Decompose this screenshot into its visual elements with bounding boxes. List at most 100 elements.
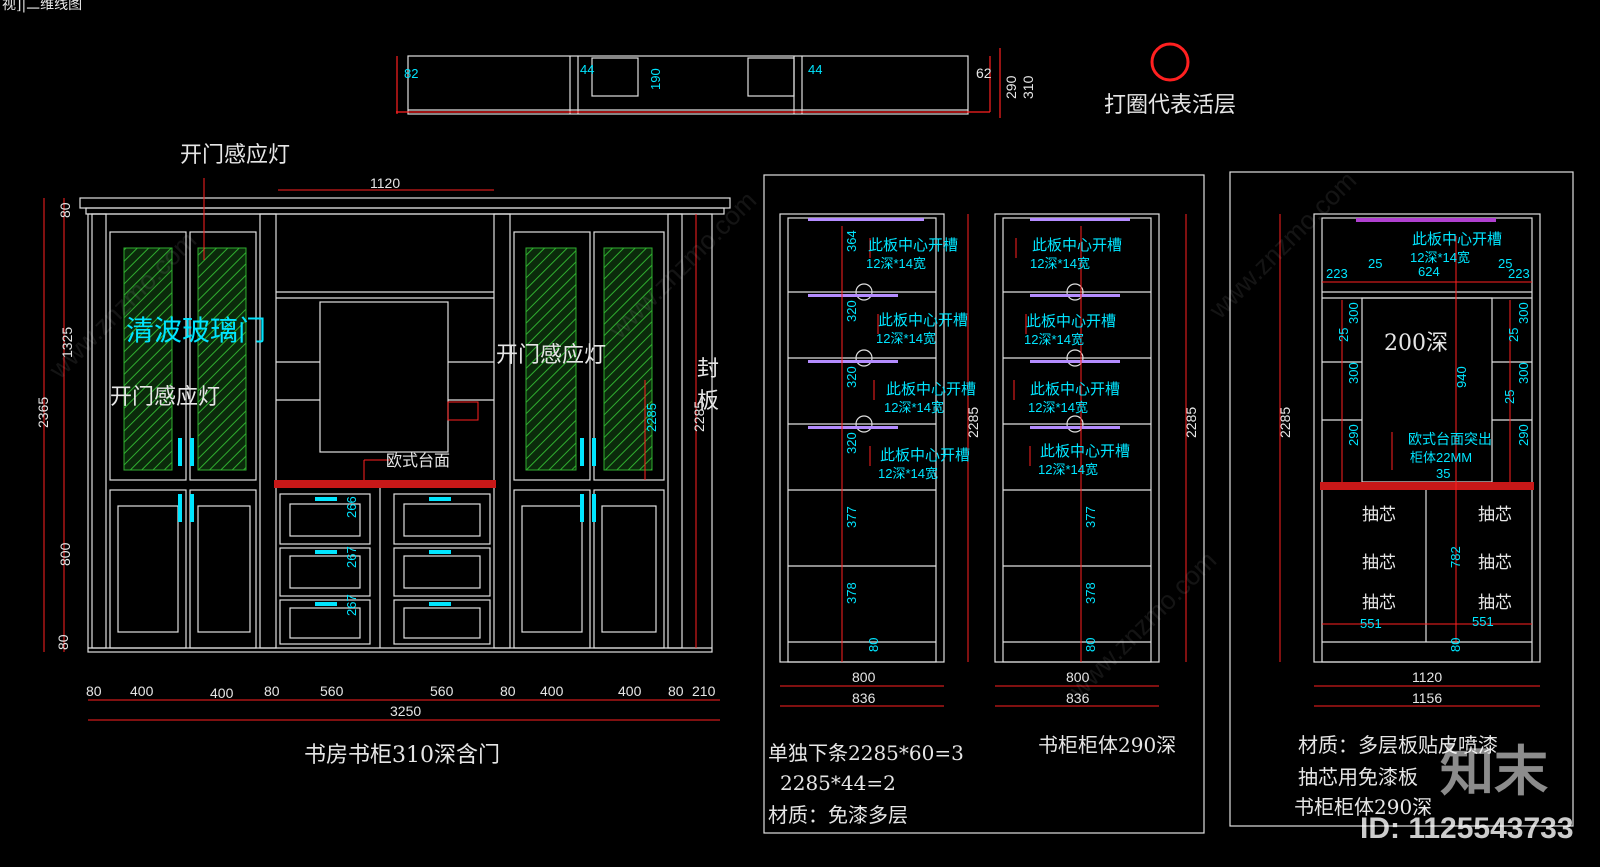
live-layer-circle-icon: [1150, 42, 1190, 82]
c2-slot-3: 此板中心开槽: [1030, 380, 1120, 398]
dim-top-width: 1120: [370, 175, 400, 191]
c1-note-2[interactable]: 2285*44=2: [780, 771, 896, 795]
c2-w-inner: 800: [1066, 669, 1090, 685]
c3-height: 2285: [1277, 407, 1293, 438]
c3-s-25a: 25: [1336, 328, 1351, 342]
w-dim-5: 560: [430, 683, 454, 699]
dim-inner-2285: 2285: [691, 401, 707, 432]
c3-s-25c: 25: [1502, 390, 1517, 404]
right-door-light-label[interactable]: 开门感应灯: [496, 343, 606, 368]
c3-top-25a: 25: [1368, 256, 1382, 271]
c3-inner-940: 940: [1454, 366, 1469, 388]
c1-material[interactable]: 材质：免漆多层: [768, 803, 908, 827]
c1-spec-2: 12深*14宽: [876, 331, 936, 346]
c3-counter-1: 欧式台面突出: [1408, 431, 1492, 447]
watermark-id: ID: 1125543733: [1360, 812, 1574, 845]
drawer-dim-2: 267: [344, 546, 359, 568]
c2-spec-3: 12深*14宽: [1028, 400, 1088, 415]
top-dim-44a: 44: [580, 62, 594, 77]
cabinet-3-labels: 此板中心开槽 12深*14宽 223 25 624 25 223 25 300 …: [1326, 230, 1531, 652]
left-door-light-label[interactable]: 开门感应灯: [110, 385, 220, 410]
glass-panel-1: [123, 247, 173, 471]
c3-counter-2: 柜体22MM: [1410, 450, 1472, 465]
callout-door-light[interactable]: 开门感应灯: [180, 143, 290, 168]
c3-base-80: 80: [1448, 638, 1463, 652]
cabinet-1-slot-notes: 此板中心开槽 12深*14宽 此板中心开槽 12深*14宽 此板中心开槽 12深…: [844, 230, 976, 652]
glass-panel-4: [603, 247, 653, 471]
dim-glass-2285: 2285: [644, 403, 659, 432]
glass-door-label[interactable]: 清波玻璃门: [126, 315, 266, 346]
c3-top-223a: 223: [1326, 266, 1348, 281]
dim-base-80: 80: [55, 634, 71, 650]
c3-drawer-w1: 551: [1360, 616, 1382, 631]
c3-slot-spec: 12深*14宽: [1410, 250, 1470, 265]
c2-spec-1: 12深*14宽: [1030, 256, 1090, 271]
cabinet-1-outline: [779, 213, 945, 663]
drawer-dim-3: 267: [344, 594, 359, 616]
c3-drawer-3: 抽芯: [1362, 593, 1396, 613]
c3-material[interactable]: 材质：多层板贴皮喷漆: [1298, 733, 1498, 757]
c1-slot-4: 此板中心开槽: [880, 446, 970, 464]
c2-dim-378: 378: [1083, 582, 1098, 604]
c3-s-290a: 290: [1346, 424, 1361, 446]
c1-spec-3: 12深*14宽: [884, 400, 944, 415]
w-dim-9: 80: [668, 683, 684, 699]
c3-slot-text: 此板中心开槽: [1412, 230, 1502, 248]
countertop-label[interactable]: 欧式台面: [386, 451, 450, 470]
w-dim-8: 400: [618, 683, 642, 699]
wm-site-4: www.znzmo.com: [1062, 545, 1222, 705]
viewport-label[interactable]: 视]|二维线图: [2, 0, 82, 13]
dim-top-80: 80: [57, 202, 73, 218]
c3-drawer-2: 抽芯: [1362, 553, 1396, 573]
top-view-dims: 82 44 190 44 62 290 310: [404, 62, 1036, 99]
c2-spec-2: 12深*14宽: [1024, 332, 1084, 347]
c1-note-1[interactable]: 单独下条2285*60=3: [768, 741, 964, 765]
top-dim-290: 290: [1003, 75, 1019, 99]
legend-text[interactable]: 打圈代表活层: [1104, 93, 1236, 118]
cabinet-3-dim-lines: [1279, 214, 1540, 707]
c3-s-300a: 300: [1346, 302, 1361, 324]
c2-slot-1: 此板中心开槽: [1032, 236, 1122, 254]
wm-site-1: www.znzmo.com: [42, 225, 202, 385]
c3-body-note[interactable]: 书柜柜体290深: [1294, 795, 1432, 819]
c1-slot-1: 此板中心开槽: [868, 236, 958, 254]
door-handles: [178, 438, 596, 606]
c1-w-outer: 836: [852, 690, 876, 706]
dim-lower-800: 800: [57, 542, 73, 566]
c1-height: 2285: [965, 407, 981, 438]
w-dim-10: 210: [692, 683, 716, 699]
c1-dim-320a: 320: [844, 300, 859, 322]
w-dim-3: 80: [264, 683, 280, 699]
c2-dim-377: 377: [1083, 506, 1098, 528]
section-frame-1: [763, 174, 1205, 834]
c2-body-note[interactable]: 书柜柜体290深: [1038, 733, 1176, 757]
side-panel-label-1[interactable]: 封: [697, 357, 719, 382]
c1-dim-378: 378: [844, 582, 859, 604]
countertop-bar: [274, 480, 496, 488]
top-plan-view: [396, 48, 1001, 118]
dim-total-width: 3250: [390, 703, 421, 719]
c3-drawer-w2: 551: [1472, 614, 1494, 629]
c3-s-300b: 300: [1346, 362, 1361, 384]
c3-counter-dim: 35: [1436, 466, 1450, 481]
c1-dim-377: 377: [844, 506, 859, 528]
socket-icon: [447, 401, 479, 421]
c2-slot-4: 此板中心开槽: [1040, 442, 1130, 460]
side-panel-label-2[interactable]: 板: [697, 389, 719, 414]
c1-spec-1: 12深*14宽: [866, 256, 926, 271]
c3-countertop-bar: [1320, 482, 1534, 490]
c2-spec-4: 12深*14宽: [1038, 462, 1098, 477]
watermark-brand-logo: 知末: [1440, 742, 1548, 802]
front-caption[interactable]: 书房书柜310深含门: [304, 743, 500, 768]
w-dim-7: 400: [540, 683, 564, 699]
shelf-glow-marks: [808, 218, 1130, 429]
cabinet-2-slot-notes: 此板中心开槽 12深*14宽 此板中心开槽 12深*14宽 此板中心开槽 12深…: [1024, 236, 1130, 652]
front-dim-lines: [43, 178, 720, 721]
c3-drawer-note[interactable]: 抽芯用免漆板: [1298, 765, 1418, 789]
cabinet-1-2-dim-lines: [780, 214, 1187, 707]
c3-depth-label: 200深: [1384, 331, 1448, 356]
bottom-width-dims: 80 400 400 80 560 560 80 400 400 80 210 …: [86, 683, 716, 719]
c1-w-inner: 800: [852, 669, 876, 685]
top-dim-62: 62: [976, 65, 992, 81]
